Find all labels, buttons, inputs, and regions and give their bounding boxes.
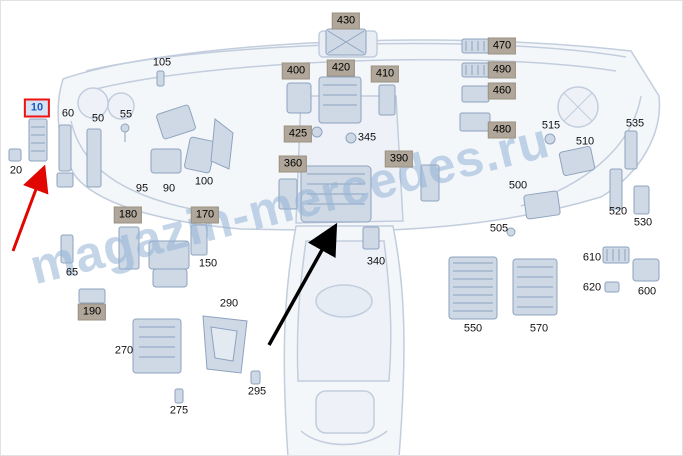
- part-label-480[interactable]: 480: [487, 121, 517, 139]
- part-label-105[interactable]: 105: [152, 56, 172, 69]
- part-label-190[interactable]: 190: [77, 303, 107, 321]
- part-label-55[interactable]: 55: [119, 108, 133, 121]
- part-label-360[interactable]: 360: [278, 155, 308, 173]
- part-label-20[interactable]: 20: [9, 164, 23, 177]
- part-label-470[interactable]: 470: [487, 37, 517, 55]
- part-label-410[interactable]: 410: [370, 65, 400, 83]
- part-label-600[interactable]: 600: [637, 285, 657, 298]
- part-label-50[interactable]: 50: [91, 112, 105, 125]
- part-label-170[interactable]: 170: [190, 206, 220, 224]
- part-label-460[interactable]: 460: [487, 82, 517, 100]
- part-label-620[interactable]: 620: [582, 281, 602, 294]
- pointer-arrow-icon: [267, 222, 338, 346]
- part-label-430[interactable]: 430: [331, 12, 361, 30]
- part-label-490[interactable]: 490: [487, 61, 517, 79]
- part-label-610[interactable]: 610: [582, 251, 602, 264]
- part-label-550[interactable]: 550: [463, 322, 483, 335]
- part-label-270[interactable]: 270: [114, 344, 134, 357]
- part-label-275[interactable]: 275: [169, 404, 189, 417]
- part-label-505[interactable]: 505: [489, 222, 509, 235]
- part-label-150[interactable]: 150: [198, 257, 218, 270]
- part-label-425[interactable]: 425: [283, 125, 313, 143]
- part-label-65[interactable]: 65: [65, 266, 79, 279]
- part-label-400[interactable]: 400: [281, 62, 311, 80]
- part-label-295[interactable]: 295: [247, 385, 267, 398]
- part-label-535[interactable]: 535: [625, 117, 645, 130]
- part-label-290[interactable]: 290: [219, 297, 239, 310]
- part-label-10[interactable]: 10: [23, 98, 51, 118]
- part-label-345[interactable]: 345: [357, 131, 377, 144]
- part-label-340[interactable]: 340: [366, 255, 386, 268]
- part-label-420[interactable]: 420: [326, 59, 356, 77]
- part-label-90[interactable]: 90: [162, 182, 176, 195]
- part-label-515[interactable]: 515: [541, 119, 561, 132]
- part-label-60[interactable]: 60: [61, 107, 75, 120]
- part-label-530[interactable]: 530: [633, 216, 653, 229]
- part-label-95[interactable]: 95: [135, 182, 149, 195]
- part-label-570[interactable]: 570: [529, 322, 549, 335]
- part-label-510[interactable]: 510: [575, 135, 595, 148]
- part-label-500[interactable]: 500: [508, 179, 528, 192]
- red-arrow-icon: [11, 164, 49, 252]
- part-label-520[interactable]: 520: [608, 205, 628, 218]
- part-label-180[interactable]: 180: [113, 206, 143, 224]
- part-label-390[interactable]: 390: [384, 150, 414, 168]
- part-label-100[interactable]: 100: [194, 175, 214, 188]
- component-drawings: [8, 28, 660, 404]
